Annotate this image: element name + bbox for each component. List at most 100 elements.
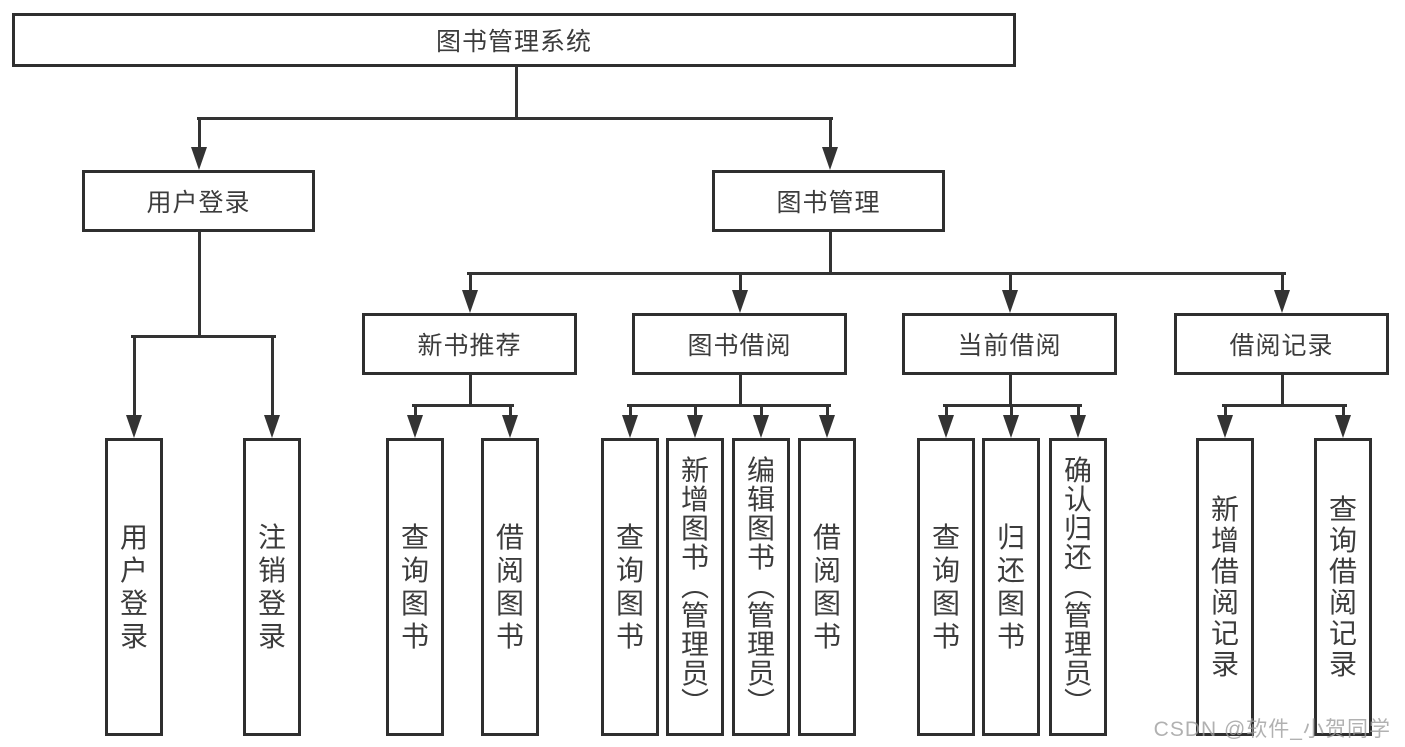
leaf-query-book-2: 查询图书 <box>601 438 659 736</box>
vertical-char: 员 <box>680 658 709 689</box>
vertical-char: 阅 <box>812 554 841 586</box>
connector-line <box>1008 273 1012 292</box>
vertical-char: 还 <box>996 554 1025 586</box>
vertical-char: 借 <box>1328 555 1357 587</box>
vertical-char: 阅 <box>1210 586 1239 618</box>
vertical-char: 借 <box>812 521 841 553</box>
vertical-char: 图 <box>615 587 644 619</box>
connector-line <box>468 273 472 292</box>
node-book-management-label: 图书管理 <box>776 189 881 217</box>
connector-line <box>693 405 697 417</box>
vertical-char: 阅 <box>1328 586 1357 618</box>
vertical-char: 辑 <box>746 484 775 515</box>
vertical-char: 确 <box>1063 455 1092 486</box>
vertical-char: 图 <box>812 587 841 619</box>
leaf-query-book-3: 查询图书 <box>917 438 975 736</box>
connector-line <box>197 118 201 149</box>
vertical-char: 图 <box>746 513 775 544</box>
leaf-user-login: 用户登录 <box>105 438 163 736</box>
vertical-char: 书 <box>615 620 644 652</box>
arrowhead-icon <box>732 290 748 313</box>
node-new-book-recommend-label: 新书推荐 <box>417 332 522 360</box>
node-book-borrowing-label: 图书借阅 <box>687 332 792 360</box>
connector-line <box>828 231 832 275</box>
vertical-char: 查 <box>1328 493 1357 525</box>
arrowhead-icon <box>1002 290 1018 313</box>
leaf-add-book-admin: 新增图书︵管理员︶ <box>666 438 724 736</box>
vertical-char: 图 <box>400 587 429 619</box>
node-user-login: 用户登录 <box>82 170 315 232</box>
connector-line <box>828 118 832 149</box>
vertical-char: 新 <box>1210 493 1239 525</box>
arrowhead-icon <box>1335 415 1351 438</box>
connector-line <box>466 271 1286 275</box>
connector-line <box>1008 374 1012 407</box>
node-root-label: 图书管理系统 <box>435 28 592 56</box>
connector-line <box>738 374 742 407</box>
leaf-edit-book-admin: 编辑图书︵管理员︶ <box>732 438 790 736</box>
arrowhead-icon <box>819 415 835 438</box>
connector-line <box>468 374 472 407</box>
csdn-watermark: CSDN @软件_小贺同学 <box>1153 718 1391 741</box>
arrowhead-icon <box>407 415 423 438</box>
leaf-query-borrow-record: 查询借阅记录 <box>1314 438 1372 736</box>
connector-line <box>132 336 136 417</box>
node-current-borrowing-label: 当前借阅 <box>957 332 1062 360</box>
connector-line <box>628 405 632 417</box>
vertical-char: 认 <box>1063 484 1092 515</box>
arrowhead-icon <box>622 415 638 438</box>
connector-line <box>411 403 514 407</box>
vertical-char: 借 <box>495 521 524 553</box>
connector-line <box>413 405 417 417</box>
connector-line <box>197 231 201 338</box>
arrowhead-icon <box>753 415 769 438</box>
vertical-char: 理 <box>1063 629 1092 660</box>
connector-line <box>1076 405 1080 417</box>
vertical-char: 书 <box>400 620 429 652</box>
vertical-char: 记 <box>1328 617 1357 649</box>
vertical-char: ︶ <box>1063 687 1092 718</box>
node-current-borrowing: 当前借阅 <box>902 313 1117 375</box>
vertical-char: 查 <box>400 521 429 553</box>
vertical-char: 理 <box>680 629 709 660</box>
leaf-confirm-return-admin: 确认归还︵管理员︶ <box>1049 438 1107 736</box>
vertical-char: 管 <box>680 600 709 631</box>
vertical-char: 书 <box>996 620 1025 652</box>
arrowhead-icon <box>1003 415 1019 438</box>
arrowhead-icon <box>462 290 478 313</box>
vertical-char: 登 <box>119 587 148 619</box>
connector-line <box>626 403 831 407</box>
vertical-char: 询 <box>931 554 960 586</box>
connector-line <box>1223 405 1227 417</box>
connector-line <box>759 405 763 417</box>
vertical-char: 理 <box>746 629 775 660</box>
vertical-char: 归 <box>1063 513 1092 544</box>
connector-line <box>825 405 829 417</box>
vertical-char: 户 <box>119 554 148 586</box>
connector-line <box>738 273 742 292</box>
vertical-char: 员 <box>746 658 775 689</box>
vertical-char: 新 <box>680 455 709 486</box>
vertical-char: 增 <box>680 484 709 515</box>
node-user-login-label: 用户登录 <box>146 189 251 217</box>
connector-line <box>1280 374 1284 407</box>
vertical-char: ︵ <box>746 571 775 602</box>
vertical-char: ︶ <box>746 687 775 718</box>
arrowhead-icon <box>687 415 703 438</box>
vertical-char: ︶ <box>680 687 709 718</box>
vertical-char: 管 <box>746 600 775 631</box>
node-book-management: 图书管理 <box>712 170 945 232</box>
vertical-char: 询 <box>1328 524 1357 556</box>
connector-line <box>514 66 518 120</box>
vertical-char: 书 <box>931 620 960 652</box>
leaf-add-borrow-record: 新增借阅记录 <box>1196 438 1254 736</box>
connector-line <box>508 405 512 417</box>
arrowhead-icon <box>191 147 207 170</box>
vertical-char: 图 <box>996 587 1025 619</box>
connector-line <box>1221 403 1347 407</box>
arrowhead-icon <box>1217 415 1233 438</box>
arrowhead-icon <box>1070 415 1086 438</box>
vertical-char: 图 <box>931 587 960 619</box>
leaf-logout: 注销登录 <box>243 438 301 736</box>
